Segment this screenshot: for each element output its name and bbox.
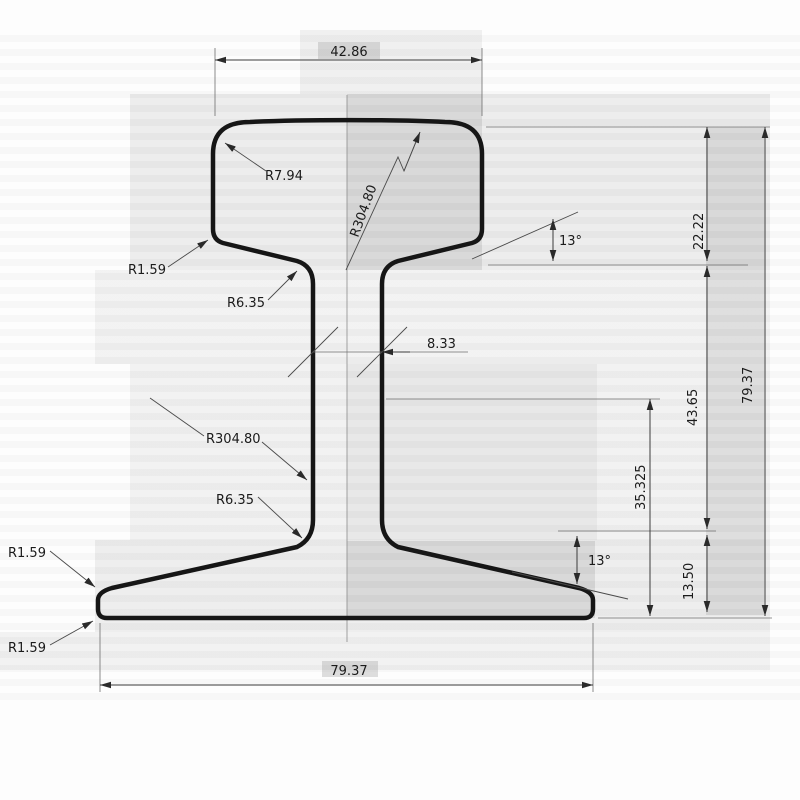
leader-arrow <box>403 131 421 172</box>
dimension-web-thickness: 8.33 <box>427 337 456 352</box>
leader-arrow <box>261 441 308 481</box>
leader-line <box>267 270 298 301</box>
leader-line <box>49 550 96 588</box>
label-backdrop <box>322 661 378 677</box>
dimension-head-depth: 22.22 <box>692 213 707 250</box>
rail-profile-outline <box>95 117 596 621</box>
dimension-base-angle: 13° <box>588 554 611 569</box>
leader-line <box>149 397 205 437</box>
radius-head-corner: R7.94 <box>265 169 303 184</box>
radius-base-bottom-edge: R1.59 <box>8 641 46 656</box>
radius-head-crown: R304.80 <box>348 183 381 239</box>
label-backdrop <box>318 42 380 59</box>
radius-web-base-fillet: R6.35 <box>216 493 254 508</box>
dimension-head-angle: 13° <box>559 234 582 249</box>
radius-head-edge: R1.59 <box>128 263 166 278</box>
dimension-head-width: 42.86 <box>330 45 367 60</box>
leader-line <box>167 239 209 268</box>
leader-line <box>345 131 421 271</box>
dimension-base-width: 79.37 <box>330 664 367 679</box>
dimension-overall-height: 79.37 <box>741 367 756 404</box>
dimension-head-to-base: 43.65 <box>686 389 701 426</box>
radius-web-side: R304.80 <box>206 432 261 447</box>
angle-reference-line <box>471 211 579 260</box>
oblique-tick <box>287 326 339 378</box>
leader-line <box>257 496 303 539</box>
dimension-base-depth: 13.50 <box>682 563 697 600</box>
angle-reference-line <box>511 571 629 600</box>
leader-line <box>49 620 94 646</box>
radius-base-top-edge: R1.59 <box>8 546 46 561</box>
radius-head-web-fillet: R6.35 <box>227 296 265 311</box>
leader-line <box>224 142 267 172</box>
dimension-bottom-to-web: 35.325 <box>634 465 649 511</box>
